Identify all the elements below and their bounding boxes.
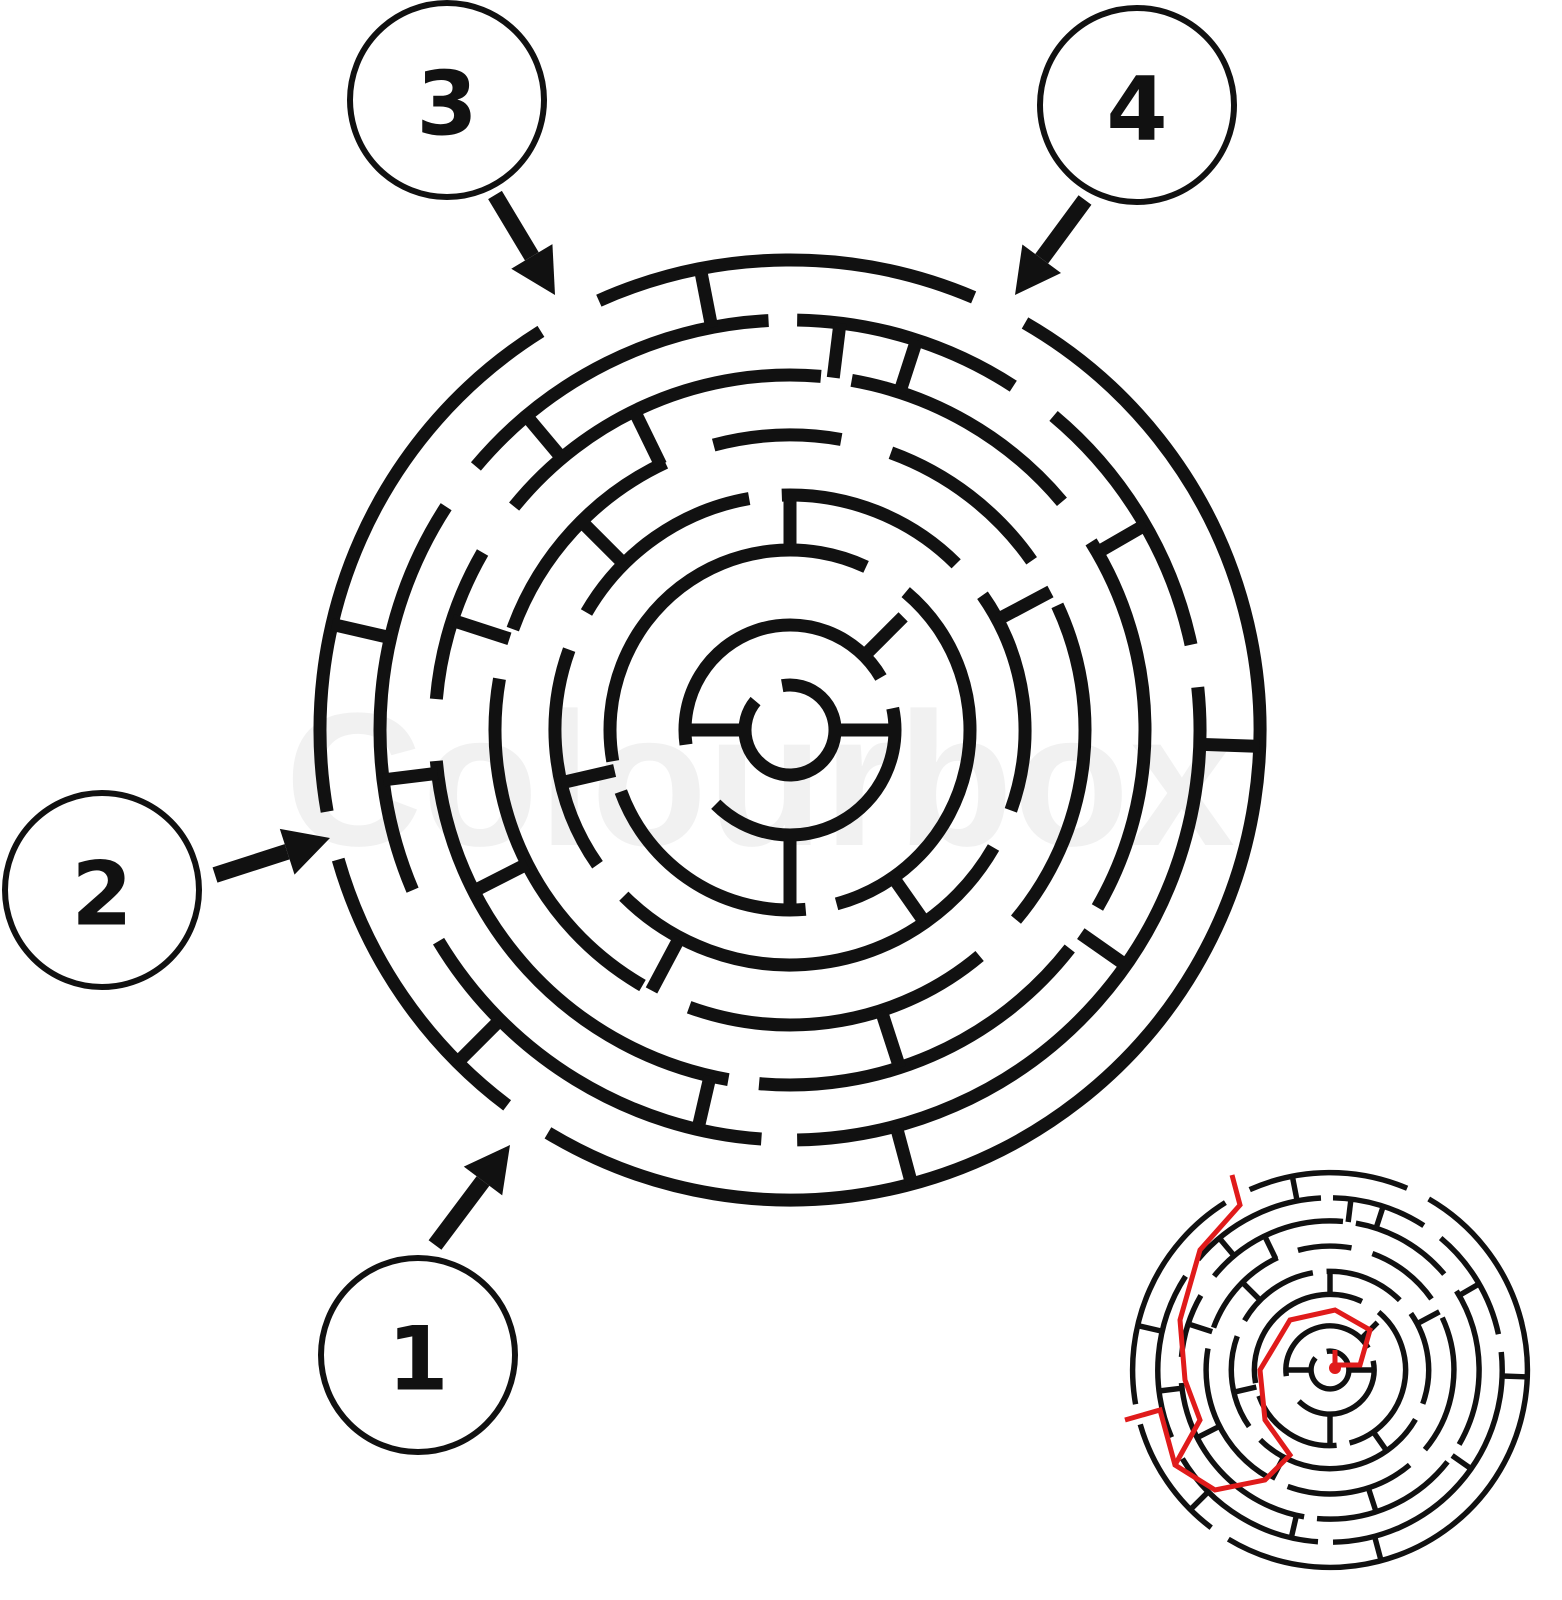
maze-wall-radial [645, 934, 686, 994]
maze-wall-arc [711, 706, 902, 842]
maze-wall-arc [711, 428, 843, 452]
maze-wall-radial [693, 267, 719, 329]
entrance-label: 3 [416, 53, 477, 156]
maze-wall-arc [614, 789, 807, 917]
entrance-1[interactable]: 1 [318, 1255, 518, 1455]
arrow-4-head-icon [1015, 244, 1062, 295]
maze-wall-arc [544, 317, 1267, 1207]
maze-wall-radial [691, 1074, 717, 1131]
maze-wall-radial [1199, 737, 1260, 753]
maze-wall-radial [889, 1124, 918, 1186]
entrance-label: 2 [71, 843, 132, 946]
maze-wall-arc [429, 760, 730, 1087]
entrance-label: 4 [1106, 58, 1167, 161]
label-circle [2, 790, 202, 990]
maze-wall-radial [628, 408, 667, 468]
entrance-4[interactable]: 4 [1037, 5, 1237, 205]
maze-wall-arc [797, 313, 1017, 392]
arrow-1-shaft [428, 1176, 490, 1250]
arrow-3-head-icon [511, 244, 555, 295]
arrow-2-shaft [212, 844, 290, 883]
label-circle [1037, 5, 1237, 205]
arrows [212, 190, 1092, 1250]
maze-wall-arc [470, 314, 769, 471]
maze-wall-arc [580, 492, 751, 616]
maze-wall-arc [603, 543, 869, 763]
goal-dot [1329, 1362, 1341, 1374]
arrow-4-shaft [1035, 195, 1092, 264]
maze-wall-radial [887, 873, 931, 927]
maze-wall-arc [797, 686, 1207, 1147]
maze-wall-radial [994, 585, 1054, 626]
entrance-2[interactable]: 2 [2, 790, 202, 990]
maze-wall-arc [977, 591, 1032, 813]
arrow-2-head-icon [279, 828, 330, 875]
label-circle [318, 1255, 518, 1455]
maze-wall-radial [559, 764, 617, 790]
entrance-3[interactable]: 3 [347, 0, 547, 200]
maze-wall-arc [509, 368, 822, 511]
maze-wall-arc [1049, 410, 1198, 647]
maze-wall-arc [596, 253, 977, 307]
maze-wall-arc [1085, 538, 1152, 911]
maze-wall-arc [331, 857, 512, 1111]
maze-wall-arc [678, 618, 887, 746]
maze-wall-radial [893, 338, 923, 395]
solution-path-entry [1172, 1174, 1243, 1467]
maze-wall-arc [738, 678, 842, 782]
maze-wall-arc [432, 937, 762, 1146]
maze-wall-radial [450, 614, 512, 646]
maze-wall-arc [1010, 602, 1092, 924]
maze-wall-radial [1077, 928, 1130, 971]
maze-wall-radial [576, 516, 629, 569]
maze-wall-arc [488, 677, 646, 992]
maze-wall-arc [888, 446, 1037, 565]
maze-wall-arc [781, 488, 961, 569]
maze-wall-radial [826, 322, 847, 379]
maze-wall-radial [521, 411, 567, 463]
maze-wall-arc [548, 647, 603, 869]
maze-wall-radial [330, 617, 392, 645]
maze-wall-radial [1094, 519, 1149, 559]
maze-wall-radial [874, 1008, 906, 1070]
maze-wall-radial [470, 858, 531, 897]
maze-wall-arc [850, 373, 1067, 506]
arrow-1-head-icon [463, 1145, 510, 1196]
maze-wall-arc [686, 951, 984, 1032]
maze-wall-arc [834, 587, 977, 911]
maze-wall-arc [758, 944, 1075, 1092]
maze-wall-arc [313, 325, 545, 813]
arrow-3-shaft [488, 190, 539, 261]
maze-wall-radial [453, 1015, 505, 1067]
solution-thumbnail [1124, 1173, 1527, 1568]
solution-path [1124, 1307, 1373, 1493]
maze-main [313, 253, 1267, 1207]
maze-wall-arc [373, 503, 452, 893]
maze-wall-arc [619, 844, 1000, 972]
maze-wall-radial [859, 612, 908, 661]
maze-wall-radial [382, 766, 439, 787]
maze-wall-arc [506, 456, 669, 632]
label-circle [347, 0, 547, 200]
entrance-label: 1 [387, 1308, 448, 1411]
